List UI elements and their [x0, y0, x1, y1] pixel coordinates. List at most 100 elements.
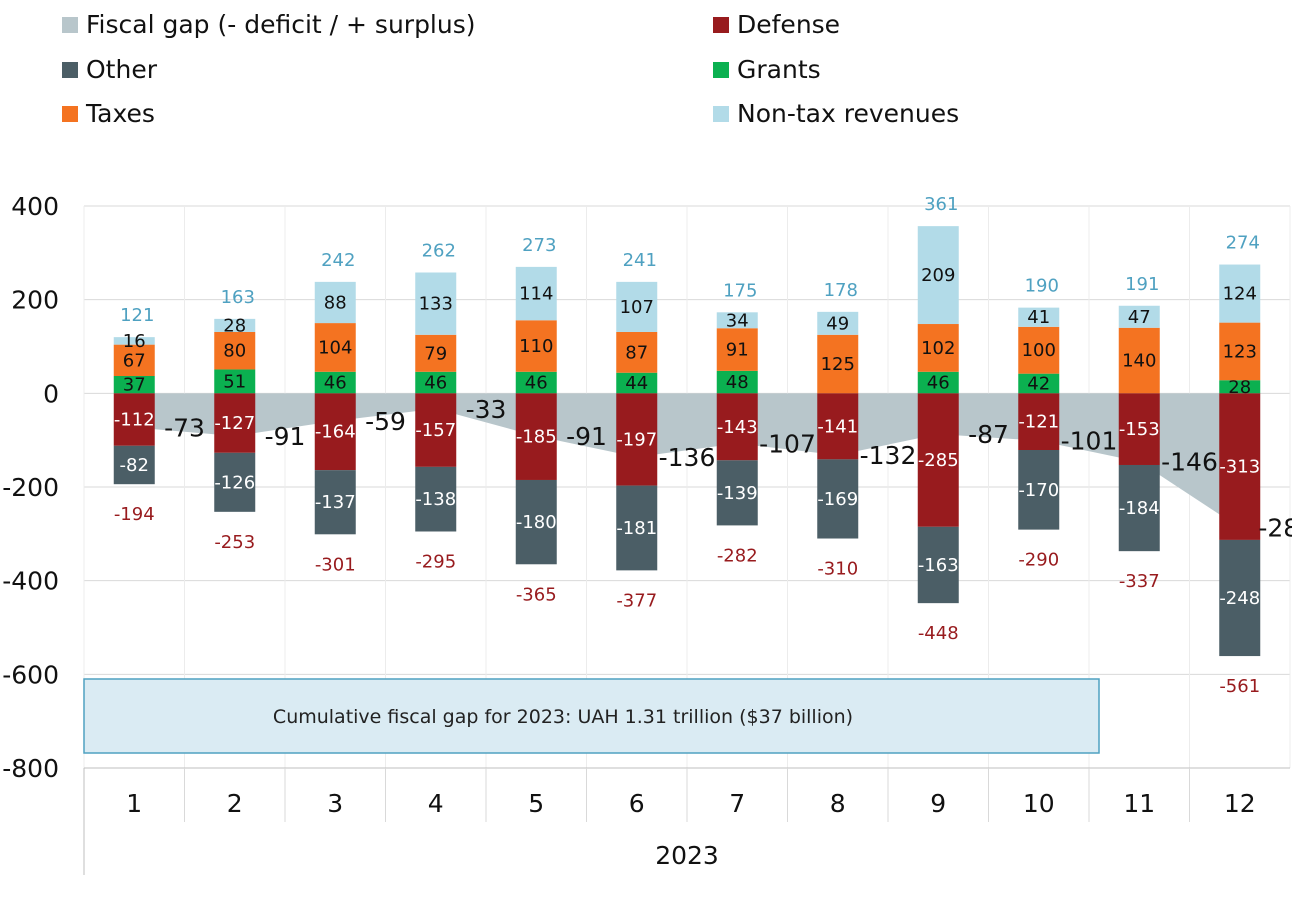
- legend-item-nontax: Non-tax revenues: [713, 99, 959, 128]
- legend-item-taxes: Taxes: [62, 99, 155, 128]
- expense-total-label-12: -561: [1219, 676, 1260, 697]
- bar-nontax-4: [415, 272, 457, 335]
- revenue-total-label-5: 273: [522, 235, 556, 256]
- bar-label-defense-5: -185: [516, 427, 557, 448]
- bar-label-grants-7: 48: [726, 372, 749, 393]
- bar-taxes-11: [1118, 327, 1160, 394]
- expense-total-label-2: -253: [214, 532, 255, 553]
- bar-nontax-8: [817, 311, 859, 335]
- bar-label-nontax-10: 41: [1027, 307, 1050, 328]
- bar-grants-2: [214, 369, 256, 394]
- bar-taxes-4: [415, 334, 457, 372]
- legend-label-grants: Grants: [737, 55, 821, 84]
- bar-label-grants-9: 46: [927, 373, 950, 394]
- bar-label-other-8: -169: [817, 489, 858, 510]
- bar-label-defense-8: -141: [817, 416, 858, 437]
- revenue-total-label-2: 163: [221, 287, 255, 308]
- bar-label-other-1: -82: [120, 455, 149, 476]
- bar-taxes-1: [113, 344, 155, 377]
- bar-label-taxes-7: 91: [726, 340, 749, 361]
- bar-label-grants-1: 37: [123, 375, 146, 396]
- bar-grants-9: [917, 371, 959, 394]
- bar-grants-3: [314, 371, 356, 394]
- bar-taxes-2: [214, 331, 256, 370]
- bar-taxes-5: [515, 320, 557, 372]
- bar-label-taxes-5: 110: [519, 336, 553, 357]
- legend-label-nontax: Non-tax revenues: [737, 99, 960, 128]
- bar-label-taxes-4: 79: [424, 343, 447, 364]
- legend-label-taxes: Taxes: [86, 99, 155, 128]
- y-tick-label-6: -800: [2, 754, 59, 783]
- bar-grants-12: [1219, 380, 1261, 394]
- fiscal-gap-area: [134, 393, 1240, 528]
- bar-defense-12: [1219, 393, 1261, 540]
- legend-swatch-taxes: [62, 105, 78, 122]
- bar-label-defense-12: -313: [1219, 457, 1260, 478]
- bar-other-2: [214, 452, 256, 512]
- bar-grants-7: [716, 370, 758, 394]
- legend-swatch-nontax: [713, 105, 729, 122]
- bar-defense-7: [716, 393, 758, 461]
- gap-label-2: -91: [265, 422, 306, 451]
- x-group-label: 2023: [655, 841, 719, 870]
- expense-total-label-8: -310: [817, 559, 858, 580]
- gap-label-8: -132: [860, 441, 917, 470]
- x-tick-label-1: 1: [126, 789, 142, 818]
- x-tick-label-11: 11: [1123, 789, 1155, 818]
- x-tick-label-2: 2: [227, 789, 243, 818]
- bar-label-defense-9: -285: [918, 450, 959, 471]
- gap-label-9: -87: [968, 420, 1009, 449]
- bar-label-taxes-9: 102: [921, 338, 955, 359]
- bar-defense-1: [113, 393, 155, 446]
- x-tick-label-7: 7: [729, 789, 745, 818]
- bar-label-defense-4: -157: [415, 420, 456, 441]
- bar-label-nontax-6: 107: [620, 297, 654, 318]
- bar-label-other-2: -126: [214, 472, 255, 493]
- bar-label-nontax-1: 16: [123, 331, 146, 352]
- x-tick-label-10: 10: [1023, 789, 1055, 818]
- gap-label-3: -59: [365, 407, 406, 436]
- legend-label-defense: Defense: [737, 10, 841, 39]
- bar-taxes-9: [917, 324, 959, 372]
- bar-label-taxes-11: 140: [1122, 351, 1156, 372]
- x-tick-label-3: 3: [327, 789, 343, 818]
- bar-label-grants-5: 46: [525, 373, 548, 394]
- y-tick-label-0: 400: [11, 192, 59, 221]
- y-tick-label-3: -200: [2, 473, 59, 502]
- bar-label-taxes-10: 100: [1022, 340, 1056, 361]
- x-tick-label-5: 5: [528, 789, 544, 818]
- bar-defense-8: [817, 393, 859, 460]
- bar-nontax-3: [314, 281, 356, 324]
- bar-taxes-10: [1018, 326, 1060, 374]
- bar-other-6: [616, 485, 658, 571]
- bar-defense-6: [616, 393, 658, 486]
- bar-nontax-12: [1219, 264, 1261, 323]
- bar-other-3: [314, 470, 356, 535]
- bar-other-10: [1018, 450, 1060, 530]
- bar-defense-11: [1118, 393, 1160, 465]
- legend-label-gap: Fiscal gap (- deficit / + surplus): [86, 10, 476, 39]
- bar-label-taxes-3: 104: [318, 337, 352, 358]
- annotation-box: [83, 678, 1100, 754]
- bar-grants-5: [515, 371, 557, 394]
- gap-label-5: -91: [566, 422, 607, 451]
- bar-label-nontax-4: 133: [419, 294, 453, 315]
- revenue-total-label-7: 175: [723, 280, 757, 301]
- bar-defense-3: [314, 393, 356, 471]
- bar-nontax-11: [1118, 305, 1160, 328]
- expense-total-label-7: -282: [717, 545, 758, 566]
- legend-swatch-other: [62, 61, 78, 78]
- bar-other-5: [515, 479, 557, 565]
- bar-taxes-3: [314, 323, 356, 372]
- bar-label-nontax-9: 209: [921, 265, 955, 286]
- bar-label-grants-4: 46: [424, 373, 447, 394]
- bar-taxes-8: [817, 334, 859, 394]
- expense-total-label-5: -365: [516, 584, 557, 605]
- bar-nontax-1: [113, 337, 155, 345]
- bar-taxes-6: [616, 331, 658, 373]
- bar-label-other-10: -170: [1018, 480, 1059, 501]
- y-tick-label-1: 200: [11, 286, 59, 315]
- bar-other-9: [917, 526, 959, 604]
- bar-other-1: [113, 445, 155, 485]
- bar-nontax-10: [1018, 307, 1060, 327]
